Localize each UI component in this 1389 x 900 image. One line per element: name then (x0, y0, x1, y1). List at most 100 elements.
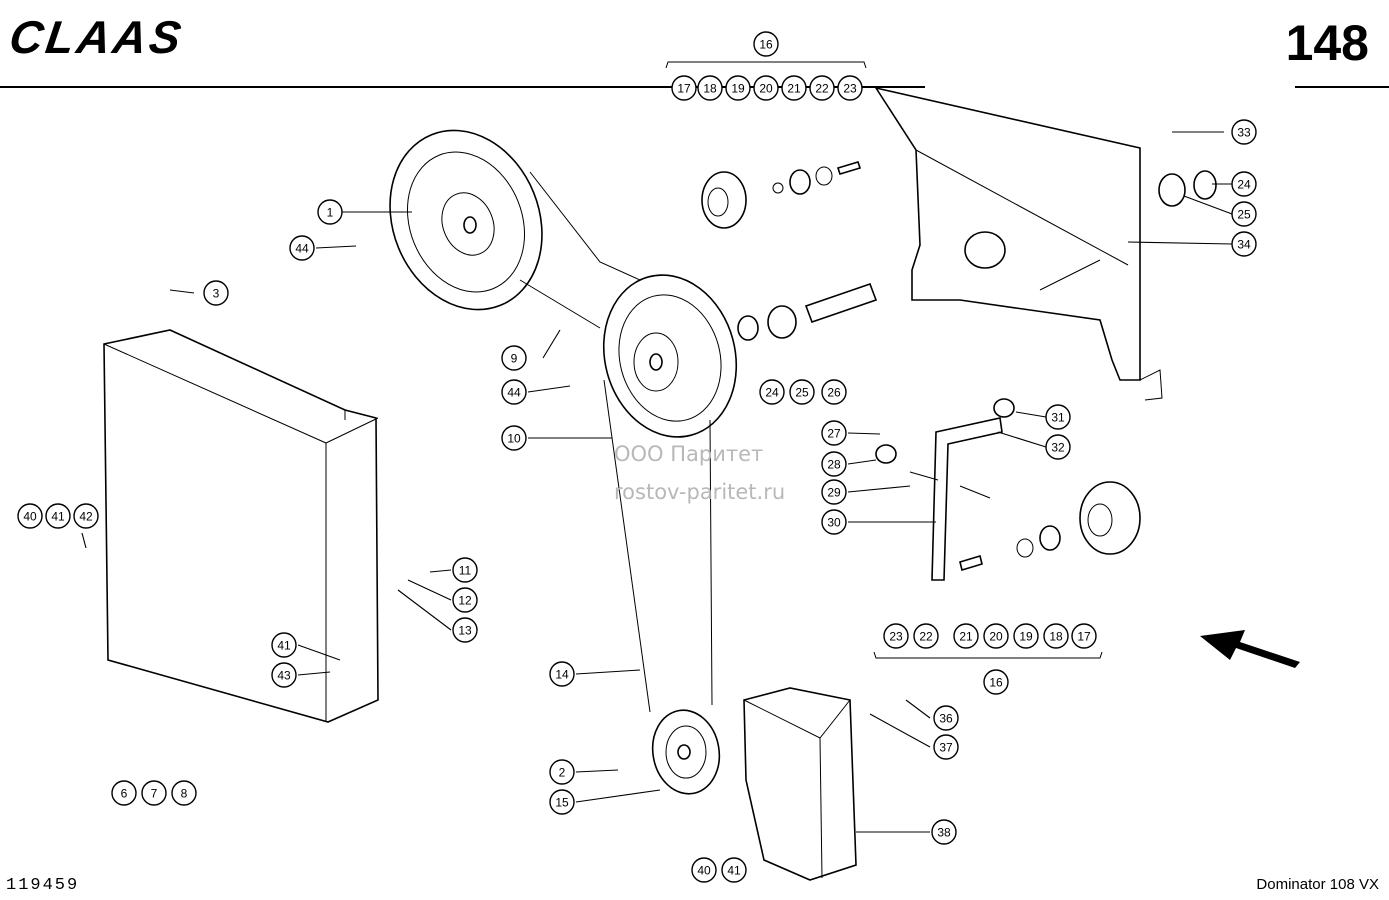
callout-label: 28 (827, 458, 841, 472)
watermark-company: ООО Паритет (614, 442, 764, 466)
callout-circle (501, 379, 527, 405)
callout-circle (883, 623, 909, 649)
callout-29: 29 (821, 479, 847, 505)
callout-circle (933, 734, 959, 760)
callout-label: 40 (697, 864, 711, 878)
bearings-24-25 (737, 170, 1217, 341)
callout-label: 3 (213, 287, 220, 301)
callout-1: 1 (317, 199, 343, 225)
callout-circle (203, 280, 229, 306)
callout-3: 3 (203, 280, 229, 306)
header-rule-right (1295, 86, 1389, 88)
callout-circle (1071, 623, 1097, 649)
callout-label: 2 (559, 766, 566, 780)
callout-26: 26 (821, 379, 847, 405)
callout-label: 20 (989, 630, 1003, 644)
callout-30: 30 (821, 509, 847, 535)
watermark-url: rostov-paritet.ru (614, 480, 786, 504)
callout-15: 15 (549, 789, 575, 815)
callout-label: 36 (939, 712, 953, 726)
mounting-frame (874, 86, 1163, 401)
callout-label: 18 (1049, 630, 1063, 644)
callout-label: 23 (843, 82, 857, 96)
callout-label: 24 (765, 386, 779, 400)
callout-circle (501, 345, 527, 371)
callout-circle (452, 557, 478, 583)
callout-circle (317, 199, 343, 225)
callout-circle (983, 623, 1009, 649)
callout-label: 38 (937, 826, 951, 840)
callout-circle (759, 379, 785, 405)
callout-label: 22 (919, 630, 933, 644)
lower-pulley (651, 709, 721, 795)
belt-upper (529, 171, 641, 281)
callout-18: 18 (697, 75, 723, 101)
callout-label: 25 (1237, 208, 1251, 222)
shaft-26 (804, 231, 1006, 324)
callout-22: 22 (809, 75, 835, 101)
callout-28: 28 (821, 451, 847, 477)
callout-17: 17 (1071, 623, 1097, 649)
callout-23: 23 (837, 75, 863, 101)
callout-circle (671, 75, 697, 101)
callout-19: 19 (1013, 623, 1039, 649)
callout-10: 10 (501, 425, 527, 451)
callout-circle (45, 503, 71, 529)
callout-circle (725, 75, 751, 101)
callout-25: 25 (789, 379, 815, 405)
callout-label: 7 (151, 787, 158, 801)
belt-long-left (603, 379, 651, 713)
callout-32: 32 (1045, 434, 1071, 460)
callout-36: 36 (933, 705, 959, 731)
callout-34: 34 (1231, 231, 1257, 257)
belt-long-right (709, 419, 713, 706)
callout-circle (1231, 231, 1257, 257)
callout-41: 41 (271, 632, 297, 658)
callout-25: 25 (1231, 201, 1257, 227)
upper-pulley (389, 129, 543, 311)
callout-12: 12 (452, 587, 478, 613)
callout-31: 31 (1045, 404, 1071, 430)
middle-pulley (602, 274, 738, 438)
callout-label: 13 (458, 624, 472, 638)
callout-circle (501, 425, 527, 451)
callout-label: 6 (121, 787, 128, 801)
belt-upper-return (519, 279, 601, 329)
callout-label: 25 (795, 386, 809, 400)
callout-circle (753, 75, 779, 101)
callout-2: 2 (549, 759, 575, 785)
callout-24: 24 (1231, 171, 1257, 197)
callout-label: 21 (787, 82, 801, 96)
tensioner-arm (875, 398, 1015, 581)
callout-label: 8 (181, 787, 188, 801)
callout-21: 21 (953, 623, 979, 649)
callout-20: 20 (753, 75, 779, 101)
callout-circle (691, 857, 717, 883)
callout-11: 11 (452, 557, 478, 583)
callout-18: 18 (1043, 623, 1069, 649)
belt-guard-38 (743, 687, 857, 881)
callout-circle (452, 617, 478, 643)
callout-circle (289, 235, 315, 261)
callout-7: 7 (141, 780, 167, 806)
callout-44: 44 (501, 379, 527, 405)
callout-label: 33 (1237, 126, 1251, 140)
callout-label: 41 (51, 510, 65, 524)
callout-label: 44 (295, 242, 309, 256)
group-bracket-bottom (873, 651, 1103, 659)
callout-circle (1231, 119, 1257, 145)
callout-circle (141, 780, 167, 806)
callout-41: 41 (45, 503, 71, 529)
callout-circle (821, 451, 847, 477)
callout-circle (983, 669, 1009, 695)
callout-label: 43 (277, 669, 291, 683)
callout-circle (953, 623, 979, 649)
callout-label: 9 (511, 352, 518, 366)
callout-label: 24 (1237, 178, 1251, 192)
callout-label: 22 (815, 82, 829, 96)
callout-16: 16 (753, 31, 779, 57)
callout-circle (753, 31, 779, 57)
callout-circle (721, 857, 747, 883)
callout-40: 40 (691, 857, 717, 883)
callout-circle (549, 789, 575, 815)
